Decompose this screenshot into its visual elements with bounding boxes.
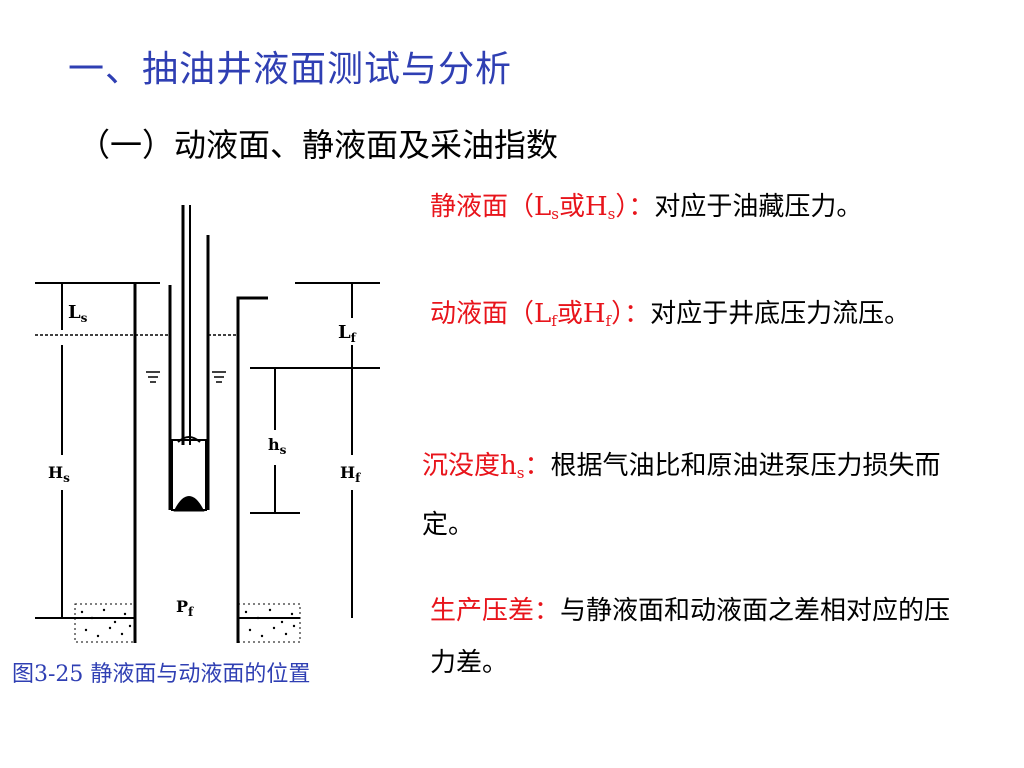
formation-left: [74, 603, 136, 643]
label-ls: Ls: [68, 302, 88, 325]
label-hf: Hf: [340, 463, 361, 485]
slide-title: 一、抽油井液面测试与分析: [68, 49, 513, 90]
term-static-level: 静液面（Ls或Hs）：: [430, 192, 655, 223]
pump-valve: [173, 496, 205, 512]
definition-static-level: 静液面（Ls或Hs）：对应于油藏压力。: [430, 188, 1020, 233]
definition-dynamic-level: 动液面（Lf或Hf）：对应于井底压力流压。: [430, 295, 950, 340]
label-hs-big: Hs: [48, 463, 70, 485]
definition-submergence: 沉没度hs：根据气油比和原油进泵压力损失而定。: [422, 440, 982, 551]
label-hs-small: hs: [268, 435, 287, 457]
casing-right-wall: [236, 296, 268, 643]
definition-text: 与静液面和动液面之差相对应的压力差。: [430, 596, 951, 678]
term-pressure-drawdown: 生产压差：: [430, 596, 561, 626]
definition-pressure-drawdown: 生产压差：与静液面和动液面之差相对应的压力差。: [430, 585, 970, 689]
definition-text: 根据气油比和原油进泵压力损失而定。: [422, 451, 941, 540]
formation-right: [237, 603, 301, 643]
definition-text: 对应于井底压力流压。: [650, 299, 911, 329]
label-pf: Pf: [176, 597, 194, 619]
term-submergence: 沉没度hs：: [422, 451, 551, 482]
term-dynamic-level: 动液面（Lf或Hf）：: [430, 299, 651, 330]
slide-subtitle: （一）动液面、静液面及采油指数: [78, 126, 559, 164]
figure-caption: 图3-25 静液面与动液面的位置: [12, 662, 311, 687]
well-diagram: Ls Lf Hs hs Hf Pf: [35, 205, 380, 643]
label-lf: Lf: [338, 322, 357, 345]
definition-text: 对应于油藏压力。: [654, 192, 863, 222]
